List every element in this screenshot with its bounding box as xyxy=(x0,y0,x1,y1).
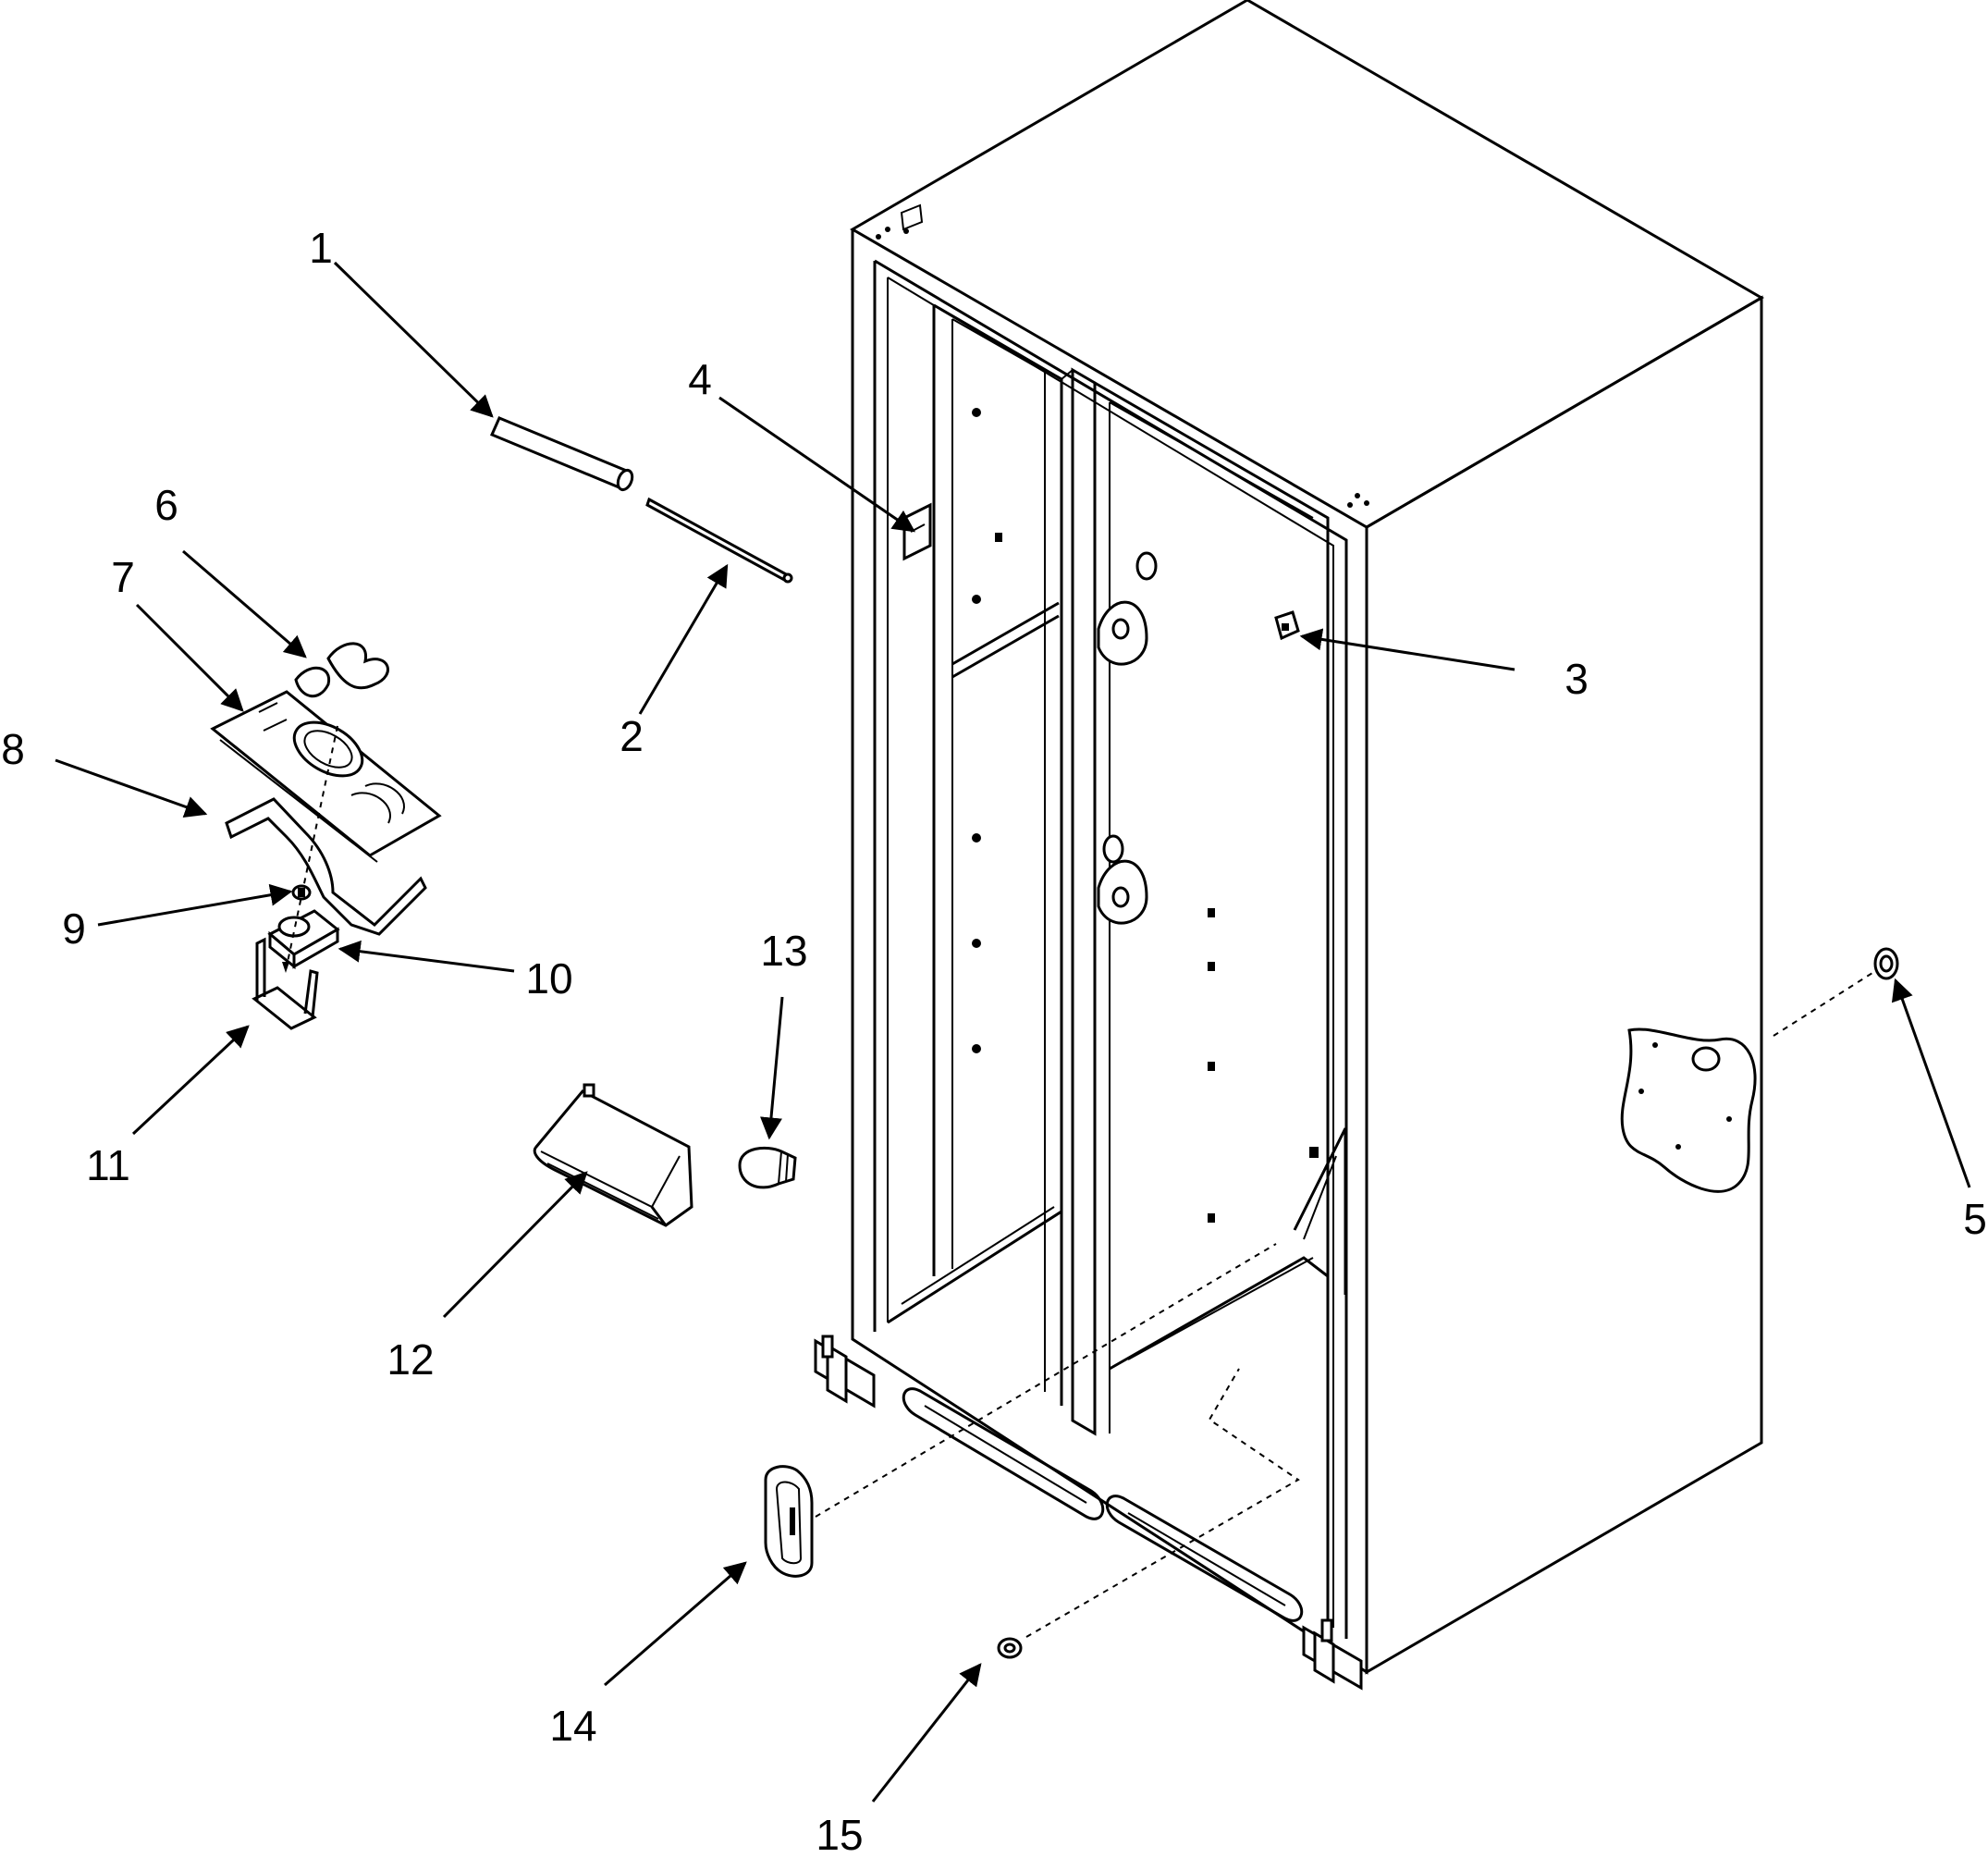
callout-9: 9 xyxy=(62,904,86,953)
part-10-fan-motor xyxy=(267,909,340,970)
callout-7: 7 xyxy=(111,553,135,601)
part-13-light-bulb xyxy=(738,1146,797,1189)
callout-13: 13 xyxy=(760,927,808,975)
callout-10: 10 xyxy=(525,954,573,1003)
part-7-fan-bracket xyxy=(210,690,442,863)
callout-2: 2 xyxy=(620,712,644,760)
assembly-line-15 xyxy=(1025,1368,1300,1638)
part-12-light-shield xyxy=(533,1083,693,1227)
callout-12: 12 xyxy=(387,1335,435,1384)
callout-15: 15 xyxy=(816,1811,864,1859)
part-1-tube xyxy=(490,416,634,492)
part-5-plug xyxy=(1873,947,1899,980)
refrigerator-cabinet xyxy=(814,0,1764,1691)
callout-8: 8 xyxy=(1,725,25,773)
callout-3: 3 xyxy=(1565,655,1589,703)
leader-lines xyxy=(55,261,1971,1802)
callout-14: 14 xyxy=(549,1702,597,1750)
motor-axis-line xyxy=(286,725,338,967)
callout-1: 1 xyxy=(309,224,333,272)
callout-11: 11 xyxy=(86,1141,130,1189)
part-14-switch-housing xyxy=(764,1465,814,1578)
callout-6: 6 xyxy=(154,481,178,529)
part-6-fan-blade xyxy=(294,642,389,697)
part-11-motor-bracket xyxy=(252,937,319,1030)
assembly-line-5 xyxy=(1773,972,1873,1037)
part-2-rod xyxy=(645,497,793,584)
callout-5: 5 xyxy=(1963,1195,1987,1243)
callout-4: 4 xyxy=(688,355,712,403)
part-15-grommet xyxy=(997,1637,1023,1659)
part-3-clip xyxy=(1274,610,1300,641)
part-8-wire-frame xyxy=(225,797,427,936)
assembly-line-14 xyxy=(815,1243,1277,1518)
